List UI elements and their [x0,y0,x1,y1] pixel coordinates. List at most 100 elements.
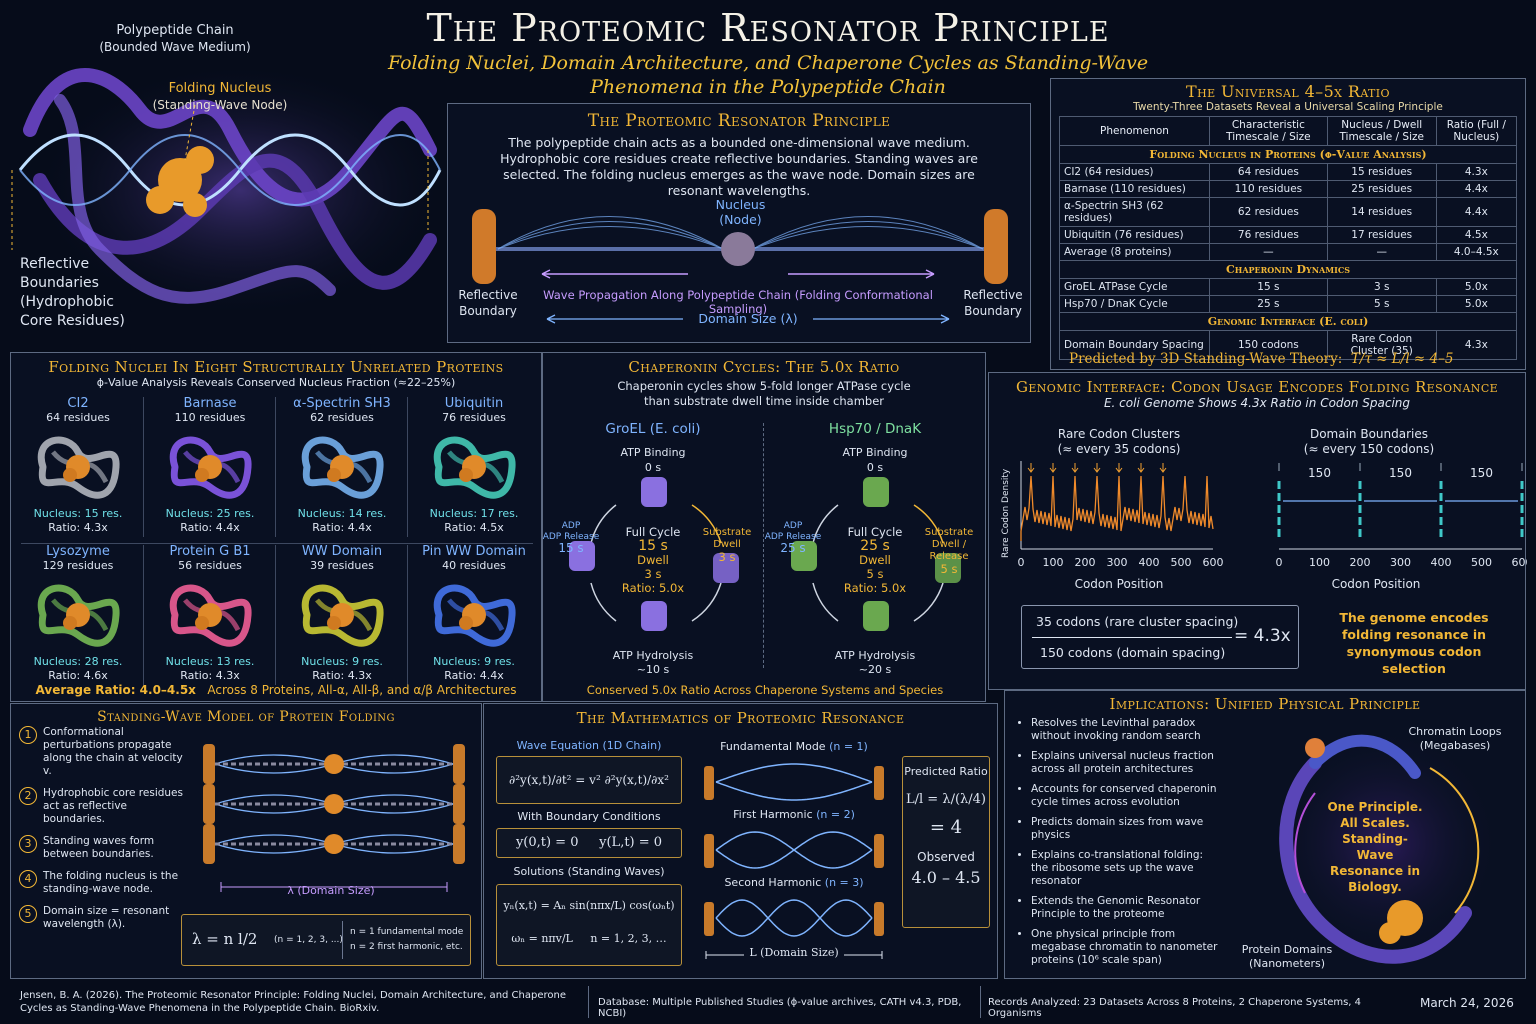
model-item-number: 3 [19,835,37,853]
genomic-svg: 0010010020020030030040040050050060060015… [1018,461,1528,569]
hero-nucleus-label: Folding Nucleus(Standing-Wave Node) [152,81,288,112]
implication-item: One physical principle from megabase chr… [1031,928,1221,967]
hero-illustration [0,10,450,340]
pred-val: = 4 [929,817,963,838]
table-cell: CI2 (64 residues) [1059,163,1210,181]
rare-tick-label: 400 [1139,556,1160,569]
implication-item: Predicts domain sizes from wave physics [1031,816,1221,842]
protein-ratio: Ratio: 4.4x [312,521,372,534]
protein-nucleus: Nucleus: 28 res. [33,655,123,668]
model-waves-svg [203,744,465,892]
cycle-diagram [791,477,961,631]
page-title: The Proteomic Resonator Principle [426,6,1110,50]
chaperonin-divider [763,423,764,668]
wave-label: Wave Equation (1D Chain) [516,739,662,752]
domain-spacing-label: 150 [1470,466,1493,480]
protein-nucleus: Nucleus: 13 res. [165,655,255,668]
domain-tick-label: 100 [1309,556,1330,569]
protein-name: Barnase [183,396,237,411]
model-boundary-right [453,784,465,824]
ratio-panel: The Universal 4–5x Ratio Twenty-Three Da… [1050,78,1526,370]
footer-citation: Jensen, B. A. (2026). The Proteomic Reso… [20,990,567,1014]
propagation-arrows [541,269,935,279]
table-cell: 15 s [1209,278,1328,296]
cycle-diagram [569,477,739,631]
table-cell: 4.3x [1435,163,1518,181]
genomic-subtitle: E. coli Genome Shows 4.3x Ratio in Codon… [1103,396,1411,410]
table-section: Folding Nucleus in Proteins (ϕ-Value Ana… [1059,145,1517,164]
protein-residues: 56 residues [178,559,242,572]
pred-box: Predicted Ratio L/l = λ/(λ/4) = 4 Observ… [902,756,990,928]
table-cell: 15 residues [1326,163,1437,181]
domain-tick-label: 400 [1431,556,1452,569]
model-boundary-right [453,824,465,864]
table-cell: 62 residues [1209,197,1328,227]
ratio-subtitle: Twenty-Three Datasets Reveal a Universal… [1133,101,1443,113]
table-cell: Ubiquitin (76 residues) [1059,226,1210,244]
cycle-hydrolysis: ATP Hydrolysis~10 s [612,649,694,676]
protein-name: WW Domain [301,544,383,559]
domain-tick-label: 600 [1512,556,1528,569]
math-panel: The Mathematics of Proteomic Resonance W… [483,703,998,979]
model-lambda: λ (Domain Size) [287,884,375,897]
table-cell: 4.5x [1435,226,1518,244]
rare-tick-label: 600 [1203,556,1224,569]
table-cell: Average (8 proteins) [1059,243,1210,261]
ratio-title: The Universal 4–5x Ratio [1186,82,1390,101]
cycle-hydrolysis: ATP Hydrolysis~20 s [834,649,916,676]
table-cell: 25 residues [1326,180,1437,198]
table-cell: 14 residues [1326,197,1437,227]
domain-spacing-label: 150 [1308,466,1331,480]
hero-chain-svg [11,60,450,320]
table-cell: 25 s [1209,295,1328,313]
chromatin-label: Chromatin Loops(Megabases) [1408,725,1502,752]
model-item-number: 1 [19,726,37,744]
model-boundary-left [203,744,215,784]
protein-residues: 110 residues [174,411,246,424]
model-boundary-right [453,744,465,784]
footer-records: Records Analyzed: 23 Datasets Across 8 P… [988,997,1362,1019]
grid-divider [275,397,276,537]
table-cell: α-Spectrin SH3 (62 residues) [1059,197,1210,227]
model-eq-n2: n = 2 first harmonic, etc. [350,942,463,952]
rare-tick-label: 100 [1043,556,1064,569]
protein-residues: 76 residues [442,411,506,424]
pred-eq: L/l = λ/(λ/4) [906,792,986,807]
protein-ratio: Ratio: 4.3x [312,669,372,682]
chaperonin-subtitle: Chaperonin cycles show 5-fold longer ATP… [617,379,911,408]
rare-tick-label: 500 [1171,556,1192,569]
genomic-xlabel-2: Codon Position [1331,577,1421,591]
protein-ratio: Ratio: 4.3x [48,521,108,534]
table-section: Genomic Interface (E. coli) [1059,312,1517,331]
table-cell: 76 residues [1209,226,1328,244]
implication-item: Accounts for conserved chaperonin cycle … [1031,783,1221,809]
rare-tick-label: 0 [1018,556,1025,569]
domain-boundary-label: Domain Boundaries(≈ every 150 codons) [1303,427,1435,456]
nuclei-subtitle: ϕ-Value Analysis Reveals Conserved Nucle… [96,376,456,389]
protein-nucleus: Nucleus: 17 res. [429,507,519,520]
obs-val: 4.0 – 4.5 [911,868,981,887]
eq-divider [342,921,343,959]
rare-cluster-arrow [1071,463,1079,473]
grid-divider [275,545,276,685]
protein-structure-icon [433,584,516,647]
nuclei-average: Average Ratio: 4.0–4.5x Across 8 Protein… [35,683,517,697]
rare-cluster-arrow [1115,463,1123,473]
principle-text: The polypeptide chain acts as a bounded … [500,135,978,198]
table-cell: 4.3x [1435,330,1518,360]
wave-eq: ∂²y(x,t)/∂t² = v² ∂²y(x,t)/∂x² [496,756,682,804]
sol-box: yₙ(x,t) = Aₙ sin(nπx/L) cos(ωₙt) ωₙ = nπ… [496,884,682,966]
principle-nucleus-label: Nucleus(Node) [715,197,766,227]
